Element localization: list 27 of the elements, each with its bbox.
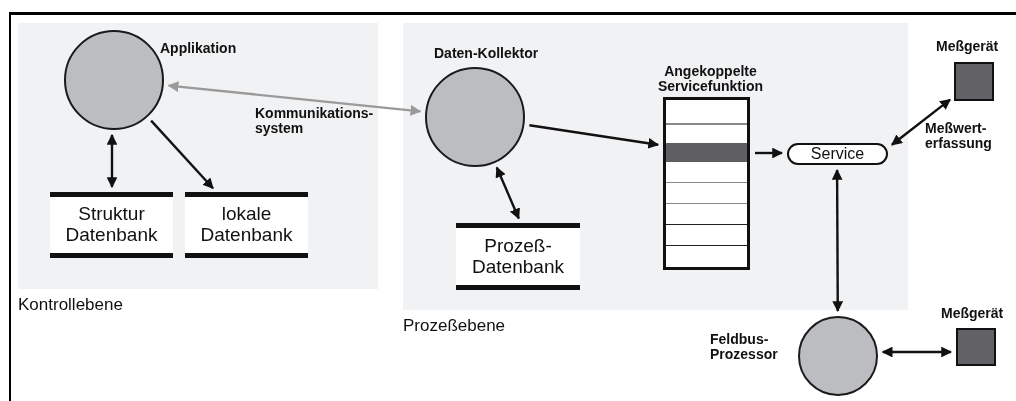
arrow <box>891 98 951 146</box>
node-label: Meßgerät <box>941 306 1004 321</box>
node-text: Prozeß- Datenbank <box>471 235 565 278</box>
node-label: Meßgerät <box>936 39 999 54</box>
database-box <box>456 223 580 290</box>
edge-label: Kommunikations- system <box>255 106 375 137</box>
arrow <box>495 166 520 220</box>
node-text: Service <box>810 145 865 163</box>
note-label: Meßwert- erfassung <box>925 121 993 152</box>
node-text: lokale Datenbank <box>199 204 294 246</box>
arrow <box>755 147 784 159</box>
arrow <box>881 346 953 358</box>
database-box <box>185 192 308 258</box>
arrow <box>106 133 118 189</box>
arrow <box>167 81 422 116</box>
layer-label: Prozeßebene <box>403 316 506 336</box>
node-label: Feldbus- Prozessor <box>710 332 779 363</box>
arrow <box>831 168 844 313</box>
node-text: Struktur Datenbank <box>64 204 159 246</box>
arrow <box>150 119 214 190</box>
node-label: Angekoppelte Servicefunktion <box>657 64 764 94</box>
arrow <box>529 124 660 149</box>
node-label: Daten-Kollektor <box>434 46 539 61</box>
layer-label: Kontrollebene <box>18 295 123 315</box>
service-pill <box>787 143 888 165</box>
database-box <box>50 192 173 258</box>
node-label: Applikation <box>160 41 237 56</box>
